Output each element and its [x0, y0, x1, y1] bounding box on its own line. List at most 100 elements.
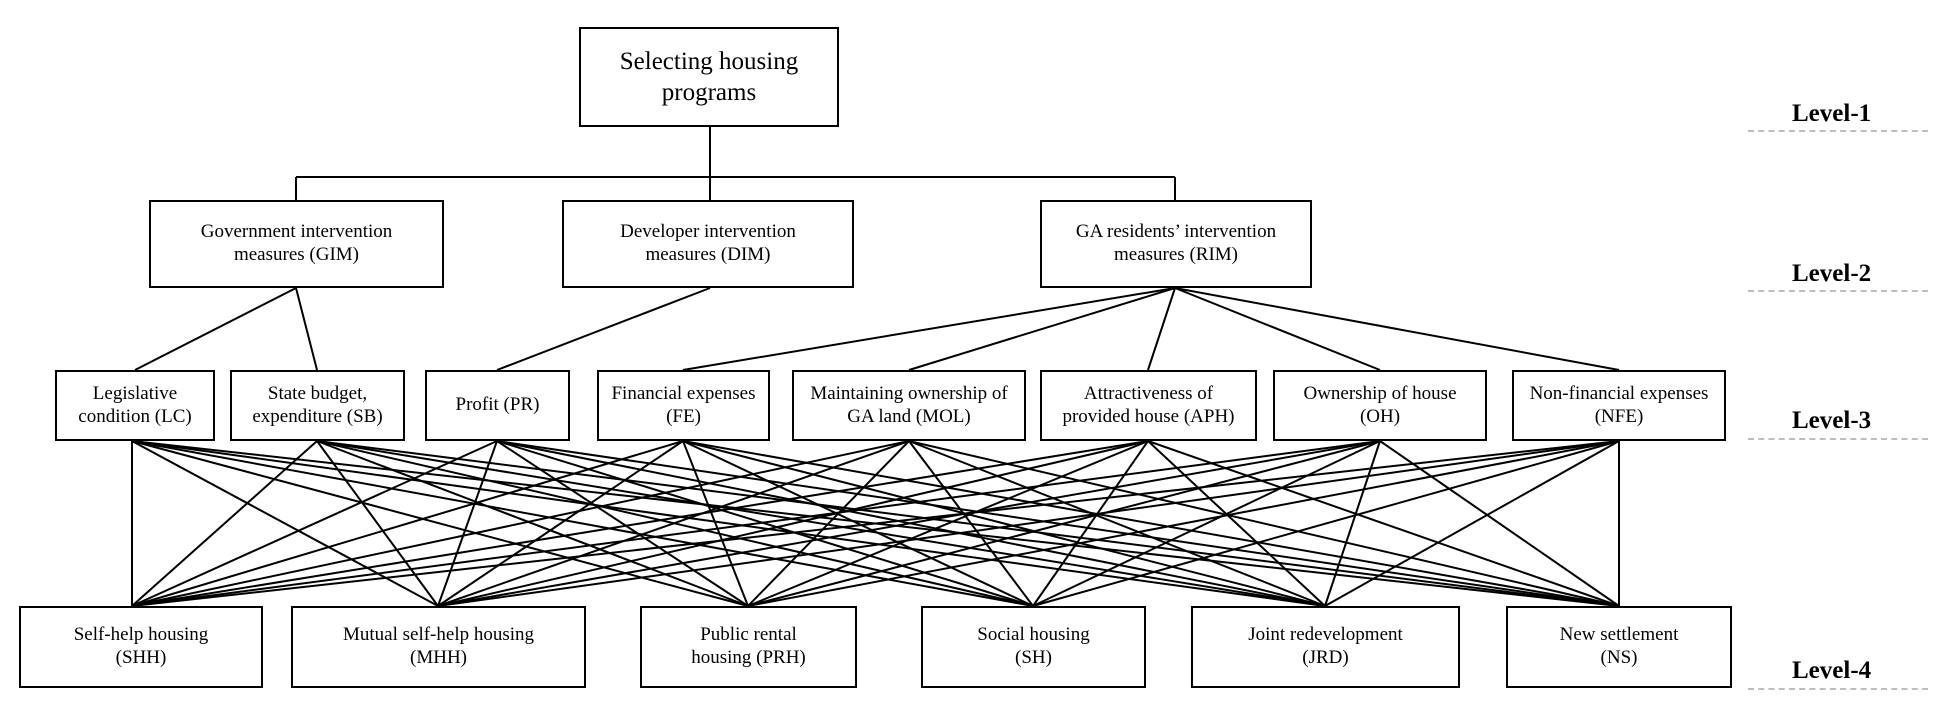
subcriterion-alternative-link — [1324, 440, 1620, 607]
subcriterion-label-line2: condition (LC) — [78, 405, 192, 427]
subcriterion-alternative-link — [131, 440, 910, 607]
level-2-divider — [1748, 290, 1928, 292]
subcriterion-label-line2: (OH) — [1359, 405, 1401, 427]
subcriterion-box-mol: Maintaining ownership of GA land (MOL) — [792, 370, 1026, 441]
subcriterion-alternative-link — [747, 440, 910, 607]
subcriterion-alternative-link — [747, 440, 1620, 607]
subcriterion-alternative-link — [131, 440, 318, 607]
criterion-box-rim: GA residents’ intervention measures (RIM… — [1040, 200, 1312, 288]
subcriterion-alternative-link — [131, 440, 1381, 607]
subcriterion-alternative-link — [682, 440, 1034, 607]
subcriterion-alternative-link — [747, 440, 1149, 607]
subcriterion-label-line2: expenditure (SB) — [252, 405, 383, 427]
criterion-label-line2: measures (GIM) — [233, 244, 360, 265]
subcriterion-box-nfe: Non-financial expenses (NFE) — [1512, 370, 1726, 441]
alternative-label-line2: (MHH) — [410, 647, 467, 668]
subcriterion-alternative-link — [437, 440, 1620, 607]
subcriterion-label-line1: Maintaining ownership of — [810, 382, 1008, 404]
level-4-divider — [1748, 688, 1928, 690]
subcriterion-alternative-link — [747, 440, 1381, 607]
alternative-box-jrd: Joint redevelopment (JRD) — [1191, 606, 1460, 688]
subcriterion-box-fe: Financial expenses (FE) — [597, 370, 770, 441]
criteria-subcriteria-lines — [134, 287, 1620, 371]
goal-text-line2: programs — [661, 79, 757, 106]
criterion-box-gim: Government intervention measures (GIM) — [149, 200, 444, 288]
subcriterion-alternative-link — [437, 440, 684, 607]
criterion-subcriterion-link — [682, 287, 1176, 371]
subcriterion-label-line1: Non-financial expenses — [1529, 382, 1709, 404]
subcriterion-box-sb: State budget, expenditure (SB) — [230, 370, 405, 441]
alternative-label-line1: New settlement — [1559, 624, 1679, 646]
criterion-label-line2: measures (RIM) — [1114, 244, 1238, 265]
subcriterion-alternative-link — [316, 440, 439, 607]
subcriterion-alternative-link — [1324, 440, 1381, 607]
subcriterion-alternative-link — [1032, 440, 1381, 607]
criterion-subcriterion-link — [496, 287, 711, 371]
alternative-label-line2: (SHH) — [115, 647, 167, 668]
subcriterion-alternative-link — [682, 440, 1620, 607]
alternative-label-line1: Social housing — [977, 624, 1090, 646]
subcriteria-alternative-lines — [131, 440, 1620, 607]
subcriterion-alternative-link — [131, 440, 1034, 607]
subcriterion-box-oh: Ownership of house (OH) — [1273, 370, 1487, 441]
criterion-subcriterion-link — [908, 287, 1176, 371]
alternative-box-sh: Social housing (SH) — [921, 606, 1146, 688]
subcriterion-alternative-link — [496, 440, 1034, 607]
subcriterion-alternative-link — [682, 440, 749, 607]
subcriterion-label-line2: GA land (MOL) — [847, 405, 971, 427]
alternative-label-line2: (JRD) — [1302, 647, 1349, 668]
subcriterion-box-pr: Profit (PR) — [425, 370, 570, 441]
subcriterion-alternative-link — [131, 440, 749, 607]
subcriterion-label-line1: Legislative — [92, 382, 178, 404]
alternative-box-mhh: Mutual self-help housing (MHH) — [291, 606, 586, 688]
criterion-label-line2: measures (DIM) — [645, 244, 771, 265]
subcriterion-label-line2: (FE) — [666, 405, 701, 427]
subcriterion-alternative-link — [437, 440, 910, 607]
criterion-subcriterion-link — [1174, 287, 1620, 371]
level-4-label: Level-4 — [1792, 657, 1872, 684]
subcriterion-alternative-link — [131, 440, 498, 607]
alternative-label-line2: (NS) — [1600, 647, 1638, 668]
subcriterion-alternative-link — [437, 440, 1149, 607]
subcriterion-alternative-link — [131, 440, 684, 607]
subcriterion-alternative-link — [496, 440, 1620, 607]
subcriterion-label-line1: Ownership of house — [1303, 382, 1457, 404]
subcriterion-label-line1: State budget, — [267, 382, 368, 404]
subcriterion-label-line1: Financial expenses — [611, 382, 756, 404]
alternative-label-line2: housing (PRH) — [691, 647, 806, 668]
alternative-label-line2: (SH) — [1015, 647, 1052, 668]
alternative-box-shh: Self-help housing (SHH) — [19, 606, 263, 688]
level-3-divider — [1748, 438, 1928, 440]
criterion-subcriterion-link — [295, 287, 318, 371]
subcriterion-alternative-link — [437, 440, 498, 607]
alternative-label-line1: Mutual self-help housing — [342, 624, 535, 646]
alternative-box-prh: Public rental housing (PRH) — [640, 606, 857, 688]
subcriterion-alternative-link — [316, 440, 1620, 607]
goal-box: Selecting housing programs — [579, 27, 839, 127]
alternative-box-ns: New settlement (NS) — [1506, 606, 1732, 688]
subcriterion-alternative-link — [1147, 440, 1620, 607]
level-2-label: Level-2 — [1792, 260, 1872, 287]
subcriterion-box-lc: Legislative condition (LC) — [55, 370, 215, 441]
subcriterion-label-line1: Profit (PR) — [455, 394, 540, 416]
subcriterion-alternative-link — [1032, 440, 1620, 607]
criterion-subcriterion-link — [1174, 287, 1381, 371]
criterion-box-dim: Developer intervention measures (DIM) — [562, 200, 854, 288]
subcriterion-alternative-link — [908, 440, 1034, 607]
subcriterion-box-aph: Attractiveness of provided house (APH) — [1040, 370, 1257, 441]
level-1-label: Level-1 — [1792, 100, 1872, 127]
level-3-label: Level-3 — [1792, 407, 1872, 434]
criterion-label-line1: GA residents’ intervention — [1075, 221, 1277, 243]
subcriterion-alternative-link — [131, 440, 1149, 607]
criterion-subcriterion-link — [134, 287, 297, 371]
criterion-label-line1: Developer intervention — [620, 221, 796, 243]
level-1-divider — [1748, 130, 1928, 132]
alternative-label-line1: Joint redevelopment — [1248, 624, 1403, 646]
subcriterion-alternative-link — [131, 440, 1326, 607]
subcriterion-alternative-link — [1032, 440, 1149, 607]
subcriterion-alternative-link — [316, 440, 1326, 607]
criterion-subcriterion-link — [1147, 287, 1176, 371]
subcriterion-alternative-link — [682, 440, 1326, 607]
subcriterion-label-line2: provided house (APH) — [1062, 405, 1235, 427]
